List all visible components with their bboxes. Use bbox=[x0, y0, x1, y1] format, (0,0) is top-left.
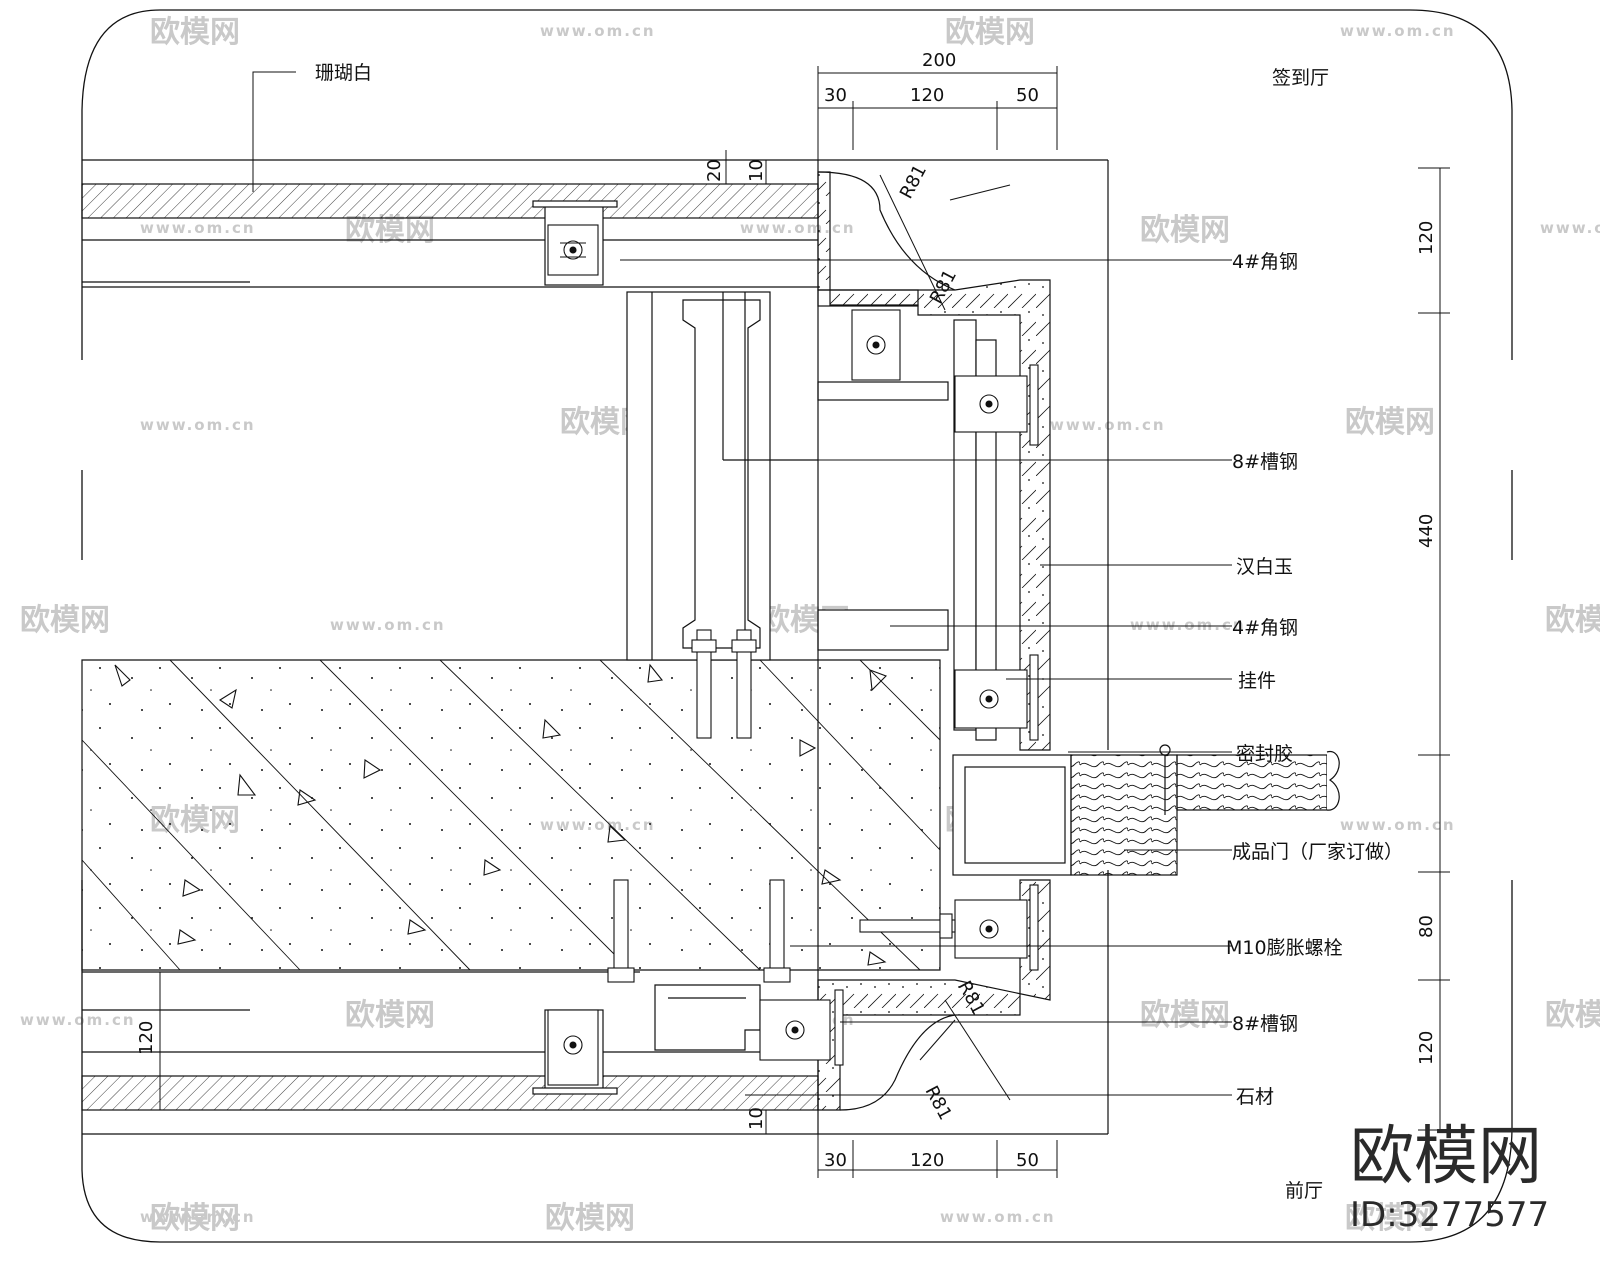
hanger-3 bbox=[954, 364, 1039, 446]
watermark-logo: 欧模网 bbox=[945, 15, 1035, 50]
callout-labels: 珊瑚白 签到厅 前厅 4#角钢 8#槽钢 汉白玉 4#角钢 挂件 密封胶 成品门… bbox=[315, 62, 1403, 1202]
anchor-bolts-lower bbox=[607, 879, 791, 983]
brand-id: ID:3277577 bbox=[1350, 1195, 1549, 1235]
dim-small-10-top: 10 bbox=[746, 159, 767, 182]
watermark-logo: 欧模网 bbox=[1345, 405, 1435, 440]
hanger-7 bbox=[759, 989, 844, 1066]
watermark-url: www.om.cn bbox=[740, 219, 856, 237]
watermark-logo: 欧模网 bbox=[345, 213, 435, 248]
dim-small-20: 20 bbox=[704, 159, 725, 182]
dimension-lines bbox=[150, 66, 1450, 1178]
watermark-url: www.om.cn bbox=[20, 1011, 136, 1029]
watermark-url: www.om.cn bbox=[1130, 616, 1246, 634]
label-finished-door: 成品门（厂家订做） bbox=[1232, 841, 1403, 863]
watermark-url: www.om.cn bbox=[1340, 22, 1456, 40]
watermark-url: www.om.cn bbox=[940, 1208, 1056, 1226]
brand-stamp: 欧模网 ID:3277577 bbox=[1350, 1120, 1549, 1235]
hanger-6 bbox=[547, 1009, 599, 1086]
watermark-url: www.om.cn bbox=[540, 22, 656, 40]
watermark-url: www.om.cn bbox=[1050, 416, 1166, 434]
label-angle-steel-mid: 4#角钢 bbox=[1232, 617, 1298, 639]
watermark-url: www.om.cn bbox=[1340, 816, 1456, 834]
label-channel-steel-top: 8#槽钢 bbox=[1232, 451, 1298, 473]
watermark-url: www.om.cn bbox=[140, 1208, 256, 1226]
label-channel-steel-bottom: 8#槽钢 bbox=[1232, 1013, 1298, 1035]
watermark-logo: 欧模网 bbox=[1545, 998, 1600, 1033]
label-hanger: 挂件 bbox=[1238, 670, 1276, 692]
dim-right-mid: 440 bbox=[1416, 514, 1437, 548]
watermark-logo: 欧模网 bbox=[150, 15, 240, 50]
hanger-2 bbox=[851, 309, 901, 381]
watermark-url: www.om.cn bbox=[1540, 219, 1600, 237]
anchor-bolts-upper bbox=[691, 629, 757, 739]
dim-top-a: 30 bbox=[824, 85, 847, 106]
label-han-white-jade: 汉白玉 bbox=[1236, 556, 1293, 578]
hanger-5 bbox=[954, 884, 1039, 971]
watermark-logo: 欧模网 bbox=[20, 603, 110, 638]
dim-top-total: 200 bbox=[922, 50, 956, 71]
watermark-logo: 欧模网 bbox=[1345, 1201, 1435, 1236]
dim-radius-4: R81 bbox=[921, 1082, 956, 1123]
fasteners bbox=[547, 224, 1039, 1086]
watermark-logo: 欧模网 bbox=[1545, 603, 1600, 638]
watermark-url: www.om.cn bbox=[330, 616, 446, 634]
watermark-logo: 欧模网 bbox=[1140, 213, 1230, 248]
border-frame bbox=[81, 9, 1513, 1243]
hanger-1 bbox=[547, 224, 599, 276]
label-angle-steel-top: 4#角钢 bbox=[1232, 251, 1298, 273]
dim-small-10-bottom: 10 bbox=[746, 1107, 767, 1130]
door-assembly bbox=[952, 744, 1340, 876]
leader-lines bbox=[252, 71, 1232, 1096]
brand-name: 欧模网 bbox=[1350, 1120, 1542, 1194]
label-stone: 石材 bbox=[1236, 1086, 1274, 1108]
watermark-logo: 欧模网 bbox=[150, 1201, 240, 1236]
dim-right-low: 80 bbox=[1416, 915, 1437, 938]
watermark-logo: 欧模网 bbox=[345, 998, 435, 1033]
label-coral-white: 珊瑚白 bbox=[315, 62, 372, 84]
dim-bottom-b: 120 bbox=[910, 1150, 944, 1171]
hanger-4 bbox=[954, 654, 1039, 741]
dim-top-c: 50 bbox=[1016, 85, 1039, 106]
dim-right-bottom: 120 bbox=[1416, 1031, 1437, 1065]
concrete-slab bbox=[81, 659, 941, 971]
dim-left-bottom: 120 bbox=[136, 1021, 157, 1055]
label-sealant: 密封胶 bbox=[1236, 743, 1293, 765]
label-sign-in-hall: 签到厅 bbox=[1272, 67, 1329, 89]
dim-bottom-c: 50 bbox=[1016, 1150, 1039, 1171]
steel-frame bbox=[626, 289, 997, 1051]
label-front-hall: 前厅 bbox=[1285, 1180, 1323, 1202]
dim-top-b: 120 bbox=[910, 85, 944, 106]
label-m10-bolt: M10膨胀螺栓 bbox=[1226, 937, 1343, 959]
watermark-logo: 欧模网 bbox=[545, 1201, 635, 1236]
dim-radius-1: R81 bbox=[896, 161, 931, 202]
dim-right-top: 120 bbox=[1416, 221, 1437, 255]
dim-bottom-a: 30 bbox=[824, 1150, 847, 1171]
watermark-url: www.om.cn bbox=[140, 219, 256, 237]
watermark-url: www.om.cn bbox=[140, 416, 256, 434]
m10-expansion-bolt bbox=[859, 913, 956, 939]
watermark-logo: 欧模网 bbox=[1140, 998, 1230, 1033]
